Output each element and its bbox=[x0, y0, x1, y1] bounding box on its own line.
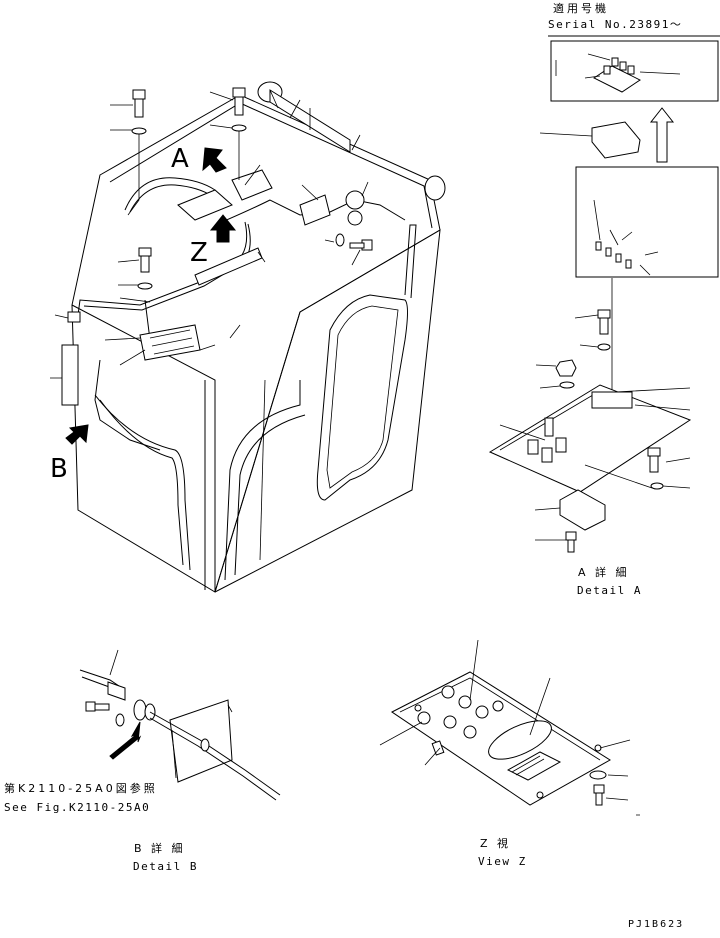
detail-b-drawing bbox=[79, 649, 281, 801]
serial-number-label: Serial No.23891～ bbox=[548, 18, 683, 31]
view-a-letter: A bbox=[171, 144, 189, 174]
serial-box-drawing bbox=[539, 35, 720, 163]
detail-a-title-jp: A 詳 細 bbox=[578, 566, 630, 579]
view-z-title-jp: Z 視 bbox=[480, 837, 512, 850]
view-z-letter: Z bbox=[190, 238, 208, 268]
detail-a-drawing bbox=[488, 166, 719, 553]
reference-en: See Fig.K2110-25A0 bbox=[4, 801, 151, 814]
view-z-title-en: View Z bbox=[478, 855, 527, 868]
reference-jp: 第K2110-25A0図参照 bbox=[4, 782, 158, 795]
cab-drawing bbox=[71, 81, 446, 593]
detail-b-title-en: Detail B bbox=[133, 860, 198, 873]
bolts-drawing bbox=[50, 87, 373, 379]
detail-b-title-jp: B 詳 細 bbox=[134, 842, 186, 855]
harness-drawing bbox=[61, 169, 406, 451]
serial-applicable-models: 適用号機 bbox=[553, 2, 609, 15]
drawing-code: PJ1B623 bbox=[628, 919, 685, 930]
view-arrows bbox=[65, 147, 237, 445]
view-z-drawing bbox=[379, 639, 640, 816]
view-b-letter: B bbox=[50, 454, 68, 484]
detail-a-title-en: Detail A bbox=[577, 584, 642, 597]
